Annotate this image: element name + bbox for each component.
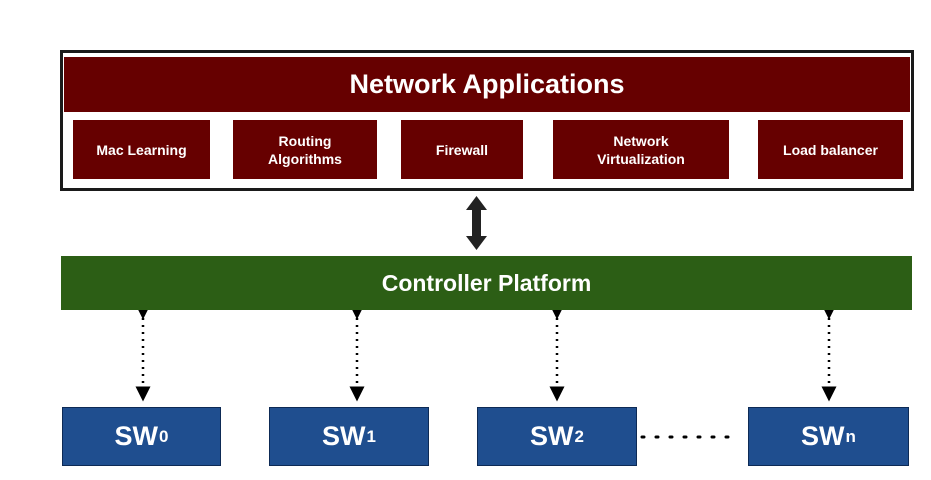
apps-controller-double-arrow — [466, 196, 487, 250]
switch-sw0-sub: 0 — [159, 426, 169, 446]
app-mac-learning: Mac Learning — [73, 120, 210, 179]
switch-sw1-sub: 1 — [366, 426, 376, 446]
switch-sw1-base: SW — [322, 421, 366, 451]
app-firewall: Firewall — [401, 120, 523, 179]
switch-swn-base: SW — [801, 421, 845, 451]
switch-sw2-sub: 2 — [574, 426, 584, 446]
network-applications-title: Network Applications — [64, 57, 910, 112]
switch-sw2-base: SW — [530, 421, 574, 451]
app-load-balancer: Load balancer — [758, 120, 903, 179]
controller-platform: Controller Platform — [61, 256, 912, 310]
switch-swn-sub: n — [845, 426, 856, 446]
switch-sw0-base: SW — [114, 421, 159, 451]
app-network-virtualization: Network Virtualization — [553, 120, 729, 179]
app-routing-algorithms: Routing Algorithms — [233, 120, 377, 179]
